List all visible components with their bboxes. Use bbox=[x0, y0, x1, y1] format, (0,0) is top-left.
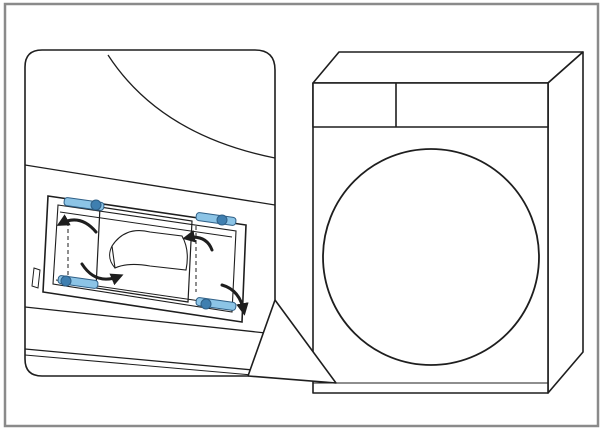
callout-pointer bbox=[247, 299, 337, 384]
clip-icon bbox=[195, 212, 237, 226]
filter-opening-inner bbox=[52, 204, 237, 313]
zoom-plinth-line-3 bbox=[25, 354, 275, 376]
curved-arrow-icon bbox=[182, 230, 214, 252]
zoom-door-curve bbox=[107, 54, 275, 159]
zoom-callout bbox=[24, 49, 337, 384]
clip-icon bbox=[63, 197, 105, 211]
zoom-plinth-line-1 bbox=[25, 306, 275, 335]
filter-duct-ring bbox=[109, 245, 116, 269]
zoom-panel-edge bbox=[25, 164, 275, 206]
clip-icon bbox=[195, 297, 237, 311]
dryer-side bbox=[547, 51, 584, 394]
clip-icon bbox=[57, 275, 99, 289]
cassette-rail-top bbox=[59, 211, 233, 238]
curved-arrow-icon bbox=[220, 283, 249, 316]
arrows bbox=[56, 214, 249, 316]
filter-cassette bbox=[95, 206, 193, 303]
dryer bbox=[312, 51, 584, 394]
zoom-plinth-line-2 bbox=[25, 348, 275, 373]
curved-arrow-icon bbox=[56, 214, 98, 234]
dryer-door bbox=[322, 148, 540, 366]
latch-notch bbox=[31, 267, 41, 289]
dryer-top bbox=[312, 51, 584, 84]
filter-duct bbox=[111, 230, 188, 271]
clips bbox=[57, 197, 237, 311]
curved-arrow-icon bbox=[80, 262, 124, 286]
control-panel bbox=[312, 82, 549, 128]
